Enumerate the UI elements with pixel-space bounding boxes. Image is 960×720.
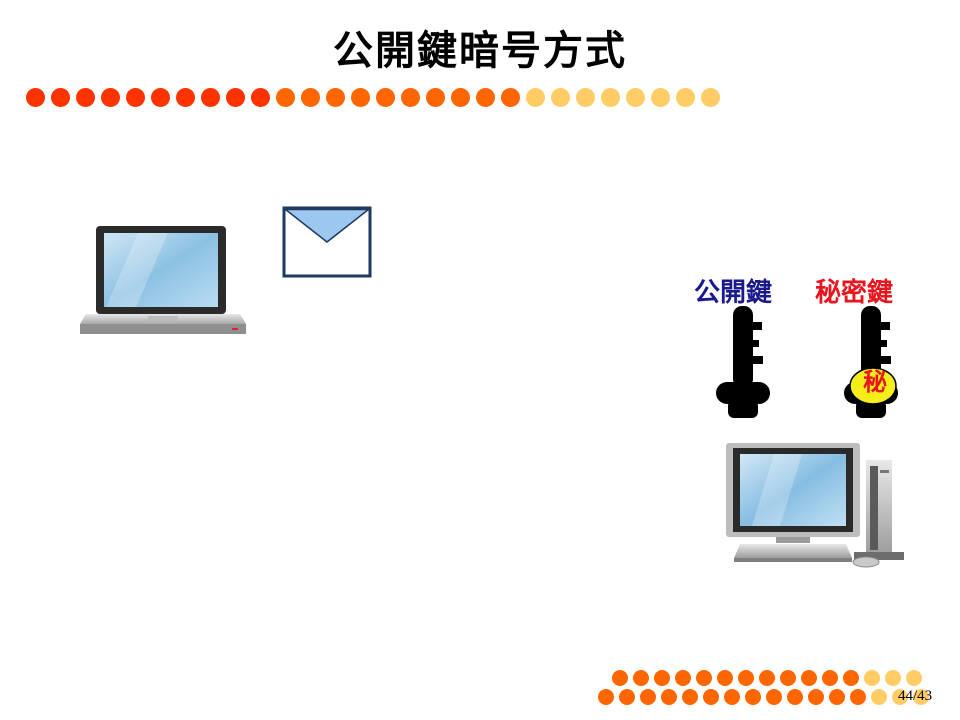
decorative-dot — [601, 88, 620, 107]
decorative-dot — [151, 88, 170, 107]
decorative-dot-row-bottom-1 — [612, 670, 922, 686]
decorative-dot — [526, 88, 545, 107]
laptop-icon — [80, 226, 246, 334]
decorative-dot — [885, 670, 901, 686]
decorative-dot — [822, 670, 838, 686]
decorative-dot — [326, 88, 345, 107]
desktop-computer-icon — [726, 443, 904, 568]
decorative-dot — [780, 670, 796, 686]
decorative-dot — [913, 689, 929, 705]
secret-key-icon — [844, 306, 898, 418]
decorative-dot — [376, 88, 395, 107]
decorative-dot — [892, 689, 908, 705]
decorative-dot — [251, 88, 270, 107]
decorative-dot — [745, 689, 761, 705]
decorative-dot — [717, 670, 733, 686]
decorative-dot — [651, 88, 670, 107]
decorative-dot — [801, 670, 817, 686]
decorative-dot — [843, 670, 859, 686]
decorative-dot — [703, 689, 719, 705]
decorative-dot — [864, 670, 880, 686]
decorative-dot-row-bottom-2 — [598, 689, 929, 705]
decorative-dot — [226, 88, 245, 107]
decorative-dot — [576, 88, 595, 107]
decorative-dot — [451, 88, 470, 107]
decorative-dot — [301, 88, 320, 107]
decorative-dot — [787, 689, 803, 705]
decorative-dot — [696, 670, 712, 686]
decorative-dot — [682, 689, 698, 705]
secret-key-label: 秘密鍵 — [815, 278, 894, 308]
decorative-dot — [906, 670, 922, 686]
decorative-dot — [76, 88, 95, 107]
decorative-dot — [351, 88, 370, 107]
slide-title: 公開鍵暗号方式 — [333, 28, 627, 74]
decorative-dot — [598, 689, 614, 705]
decorative-dot — [126, 88, 145, 107]
decorative-dot — [276, 88, 295, 107]
decorative-dot — [675, 670, 691, 686]
decorative-dot — [26, 88, 45, 107]
decorative-dot — [426, 88, 445, 107]
decorative-dot — [501, 88, 520, 107]
decorative-dot — [661, 689, 677, 705]
envelope-icon — [282, 206, 372, 278]
public-key-icon — [716, 306, 770, 418]
page-number: 44/43 — [898, 688, 933, 704]
decorative-dot — [51, 88, 70, 107]
decorative-dot — [829, 689, 845, 705]
decorative-dot — [176, 88, 195, 107]
decorative-dot — [612, 670, 628, 686]
decorative-dot — [654, 670, 670, 686]
decorative-dot — [808, 689, 824, 705]
public-key-label: 公開鍵 — [694, 278, 773, 308]
secret-badge-text: 秘 — [863, 368, 887, 396]
decorative-dot — [101, 88, 120, 107]
decorative-dot — [701, 88, 720, 107]
decorative-dot — [401, 88, 420, 107]
decorative-dot — [759, 670, 775, 686]
decorative-dot — [738, 670, 754, 686]
decorative-dot — [201, 88, 220, 107]
decorative-dot — [476, 88, 495, 107]
decorative-dot — [850, 689, 866, 705]
decorative-dot — [724, 689, 740, 705]
decorative-dot — [633, 670, 649, 686]
decorative-dot — [640, 689, 656, 705]
decorative-dot — [626, 88, 645, 107]
decorative-dot-row-top — [26, 88, 720, 107]
decorative-dot — [676, 88, 695, 107]
decorative-dot — [871, 689, 887, 705]
decorative-dot — [551, 88, 570, 107]
decorative-dot — [766, 689, 782, 705]
decorative-dot — [619, 689, 635, 705]
